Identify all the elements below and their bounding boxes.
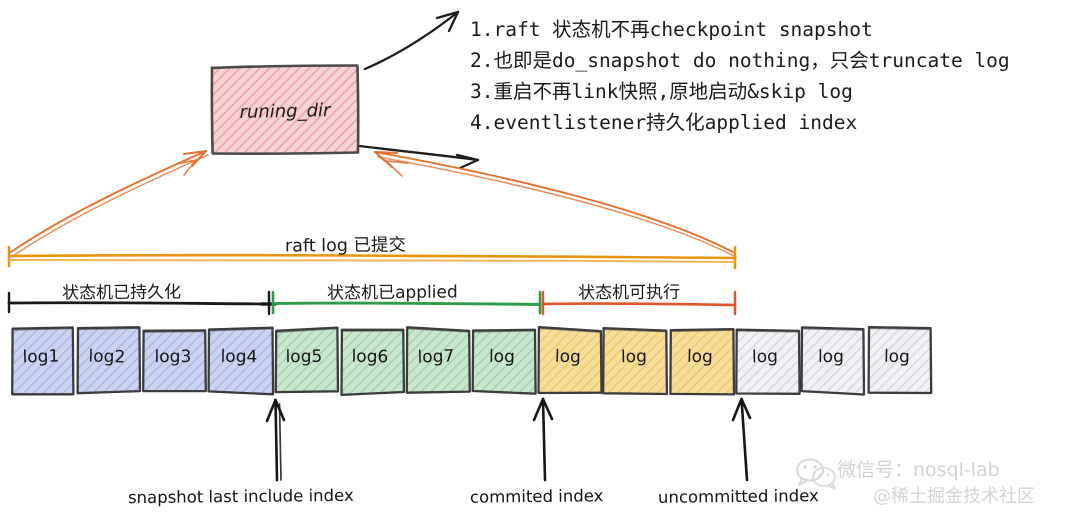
log-entry-10[interactable]: log bbox=[603, 327, 665, 393]
annotation-item-2: 2.也即是do_snapshot do nothing，只会truncate l… bbox=[470, 49, 1010, 72]
raft-span-arrow-left bbox=[10, 149, 209, 257]
annotation-item-3: 3.重启不再link快照,原地启动&skip log bbox=[470, 80, 853, 103]
index-arrow-uncommitted bbox=[731, 397, 752, 482]
log-entry-label: log bbox=[752, 346, 779, 368]
running-dir-box[interactable] bbox=[210, 64, 360, 155]
log-entry-label: log5 bbox=[285, 346, 323, 368]
index-label-snapshot: snapshot last include index bbox=[127, 485, 354, 508]
log-entry-6[interactable]: log6 bbox=[339, 327, 401, 393]
raft-span-arrow-right bbox=[373, 150, 737, 258]
log-entry-labels: log1 log2 log3 log4 log5 log6 log7 log log log log… bbox=[8, 327, 932, 395]
log-entry-7[interactable]: log7 bbox=[405, 327, 467, 393]
log-entry-label: log2 bbox=[88, 346, 126, 368]
log-entry-1[interactable]: log1 bbox=[10, 327, 72, 393]
log-entry-label: log6 bbox=[351, 346, 389, 368]
index-label-uncommitted: uncommitted index bbox=[657, 486, 819, 507]
bracket-label-raft-log: raft log 已提交 bbox=[284, 235, 407, 257]
log-entry-9[interactable]: log bbox=[537, 327, 599, 393]
annotation-list: 1.raft 状态机不再checkpoint snapshot 2.也即是do_… bbox=[470, 14, 1080, 138]
log-entry-label: log7 bbox=[417, 346, 455, 368]
index-arrow-committed bbox=[532, 397, 554, 482]
annotation-item-4: 4.eventlistener持久化applied index bbox=[470, 111, 858, 134]
log-entry-8[interactable]: log bbox=[471, 327, 533, 393]
bracket-label-persisted: 状态机已持久化 bbox=[61, 282, 182, 304]
log-entry-2[interactable]: log2 bbox=[76, 327, 138, 393]
log-entry-label: log bbox=[686, 346, 713, 368]
log-entry-3[interactable]: log3 bbox=[142, 327, 204, 393]
index-label-committed: commited index bbox=[469, 486, 604, 507]
index-arrow-snapshot bbox=[265, 398, 286, 482]
log-entry-label: log3 bbox=[154, 346, 192, 368]
log-entry-label: log4 bbox=[219, 346, 258, 368]
bracket-applied bbox=[271, 290, 542, 315]
log-entry-11[interactable]: log bbox=[669, 327, 731, 393]
bracket-executable bbox=[541, 290, 737, 316]
annotation-item-1: 1.raft 状态机不再checkpoint snapshot bbox=[470, 18, 873, 41]
callout-arrow-bottom bbox=[358, 144, 480, 170]
log-entry-label: log bbox=[883, 346, 911, 368]
log-entry-label: log bbox=[620, 346, 647, 368]
bracket-label-applied: 状态机已applied bbox=[326, 282, 458, 304]
log-entry-12[interactable]: log bbox=[734, 327, 796, 393]
log-entry-14[interactable]: log bbox=[866, 327, 928, 393]
log-entry-label: log bbox=[818, 346, 845, 368]
callout-arrow-top bbox=[363, 10, 460, 71]
log-entry-label: log1 bbox=[22, 346, 60, 368]
log-entry-5[interactable]: log5 bbox=[273, 327, 335, 393]
log-entry-label: log bbox=[554, 346, 582, 368]
log-entry-4[interactable]: log4 bbox=[208, 327, 270, 393]
log-entry-13[interactable]: log bbox=[800, 327, 862, 393]
bracket-label-executable: 状态机可执行 bbox=[577, 282, 681, 304]
log-entry-label: log bbox=[488, 346, 516, 368]
bracket-raft-log bbox=[7, 245, 737, 270]
running-dir-label: runing_dir bbox=[239, 100, 331, 123]
log-entry-row bbox=[11, 325, 933, 397]
